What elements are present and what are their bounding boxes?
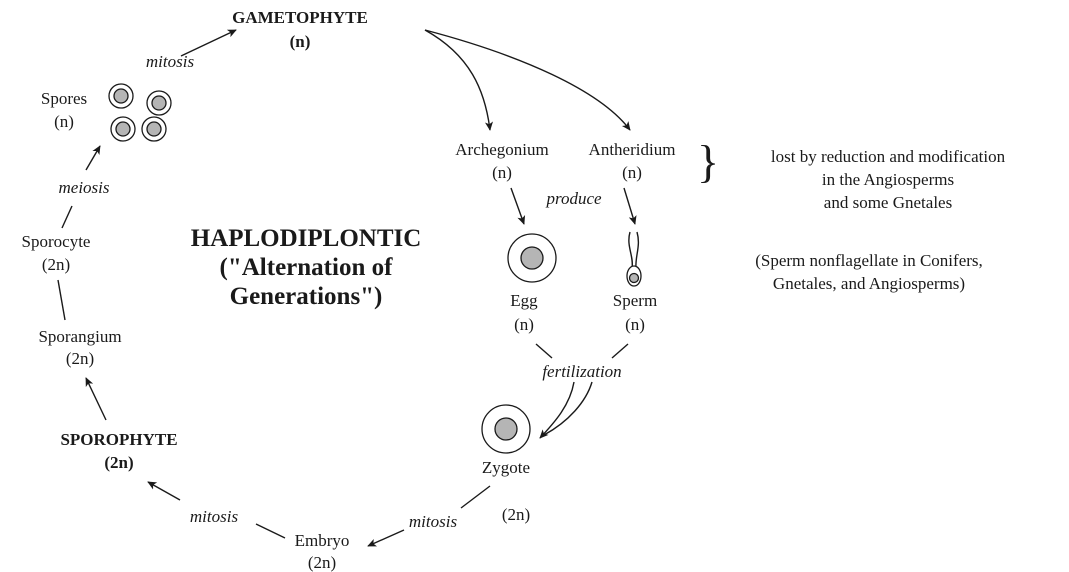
embryo-ploidy: (2n) (308, 553, 336, 572)
arrow-gametophyte-to-archegonium (424, 29, 494, 131)
line-zygote-to-mitosis (460, 485, 491, 509)
spores-node: Spores (n) (41, 89, 87, 131)
antheridium-label: Antheridium (589, 140, 676, 159)
reduction-note-line2: in the Angiosperms (822, 170, 954, 189)
gametophyte-node: GAMETOPHYTE (n) (232, 8, 368, 51)
center-title: HAPLODIPLONTIC ("Alternation of Generati… (191, 225, 422, 310)
center-title-line3: Generations") (230, 283, 383, 310)
egg-label: Egg (510, 291, 538, 310)
zygote-node: Zygote (2n) (482, 458, 530, 524)
zygote-label: Zygote (482, 458, 530, 477)
sperm-node: Sperm (n) (613, 291, 657, 334)
arrow-antheridium-to-sperm (623, 187, 637, 225)
reduction-note: lost by reduction and modification in th… (771, 147, 1006, 212)
spores-ploidy: (n) (54, 112, 74, 131)
sporocyte-label: Sporocyte (22, 232, 91, 251)
arrow-sporophyte-to-sporangium (85, 377, 107, 421)
arrow-gametophyte-to-antheridium (424, 29, 631, 131)
embryo-label: Embryo (295, 531, 350, 550)
sporophyte-label: SPOROPHYTE (60, 430, 177, 449)
gametophyte-ploidy: (n) (290, 32, 311, 51)
reduction-note-line1: lost by reduction and modification (771, 147, 1006, 166)
sperm-ploidy: (n) (625, 315, 645, 334)
line-sporangium-to-sporocyte (57, 279, 66, 321)
spores-label: Spores (41, 89, 87, 108)
spores-icon (108, 83, 172, 142)
antheridium-node: Antheridium (n) (589, 140, 676, 182)
sporangium-node: Sporangium (2n) (38, 327, 121, 368)
sperm-cell-icon (626, 231, 642, 287)
arrow-fertilization-to-zygote (539, 381, 575, 439)
line-egg-to-fertilization (535, 343, 553, 359)
sporocyte-node: Sporocyte (2n) (22, 232, 91, 274)
sperm-note: (Sperm nonflagellate in Conifers, Gnetal… (755, 251, 983, 293)
archegonium-node: Archegonium (n) (455, 140, 548, 182)
archegonium-label: Archegonium (455, 140, 548, 159)
egg-ploidy: (n) (514, 315, 534, 334)
arrow-spores-to-gametophyte (180, 29, 237, 57)
process-mitosis-bottom-right: mitosis (409, 512, 458, 531)
line-sperm-to-fertilization (611, 343, 629, 359)
zygote-cell-icon (481, 404, 531, 454)
arrow-meiosis-to-spores (85, 145, 101, 171)
process-fertilization: fertilization (542, 362, 621, 381)
process-mitosis-top: mitosis (146, 52, 195, 71)
antheridium-ploidy: (n) (622, 163, 642, 182)
line-embryo-to-mitosis (255, 523, 286, 539)
line-sporocyte-to-meiosis (61, 205, 73, 229)
reduction-note-line3: and some Gnetales (824, 193, 952, 212)
reduction-brace: } (697, 136, 719, 187)
center-title-line2: ("Alternation of (220, 254, 394, 281)
process-produce: produce (545, 189, 602, 208)
sporophyte-ploidy: (2n) (104, 453, 133, 472)
arrow-mitosis-to-embryo (367, 529, 405, 547)
sporangium-label: Sporangium (38, 327, 121, 346)
line-fertilization-merge (543, 381, 593, 436)
arrow-archegonium-to-egg (510, 187, 526, 225)
embryo-node: Embryo (2n) (295, 531, 350, 572)
arrow-mitosis-to-sporophyte (147, 481, 181, 501)
sporangium-ploidy: (2n) (66, 349, 94, 368)
center-title-line1: HAPLODIPLONTIC (191, 225, 422, 252)
process-mitosis-bottom-left: mitosis (190, 507, 239, 526)
sperm-note-line2: Gnetales, and Angiosperms) (773, 274, 965, 293)
archegonium-ploidy: (n) (492, 163, 512, 182)
egg-cell-icon (507, 233, 557, 283)
zygote-ploidy: (2n) (502, 505, 530, 524)
sporophyte-node: SPOROPHYTE (2n) (60, 430, 177, 472)
sperm-label: Sperm (613, 291, 657, 310)
sperm-note-line1: (Sperm nonflagellate in Conifers, (755, 251, 983, 270)
egg-node: Egg (n) (510, 291, 538, 334)
gametophyte-label: GAMETOPHYTE (232, 8, 368, 27)
process-meiosis: meiosis (59, 178, 110, 197)
sporocyte-ploidy: (2n) (42, 255, 70, 274)
